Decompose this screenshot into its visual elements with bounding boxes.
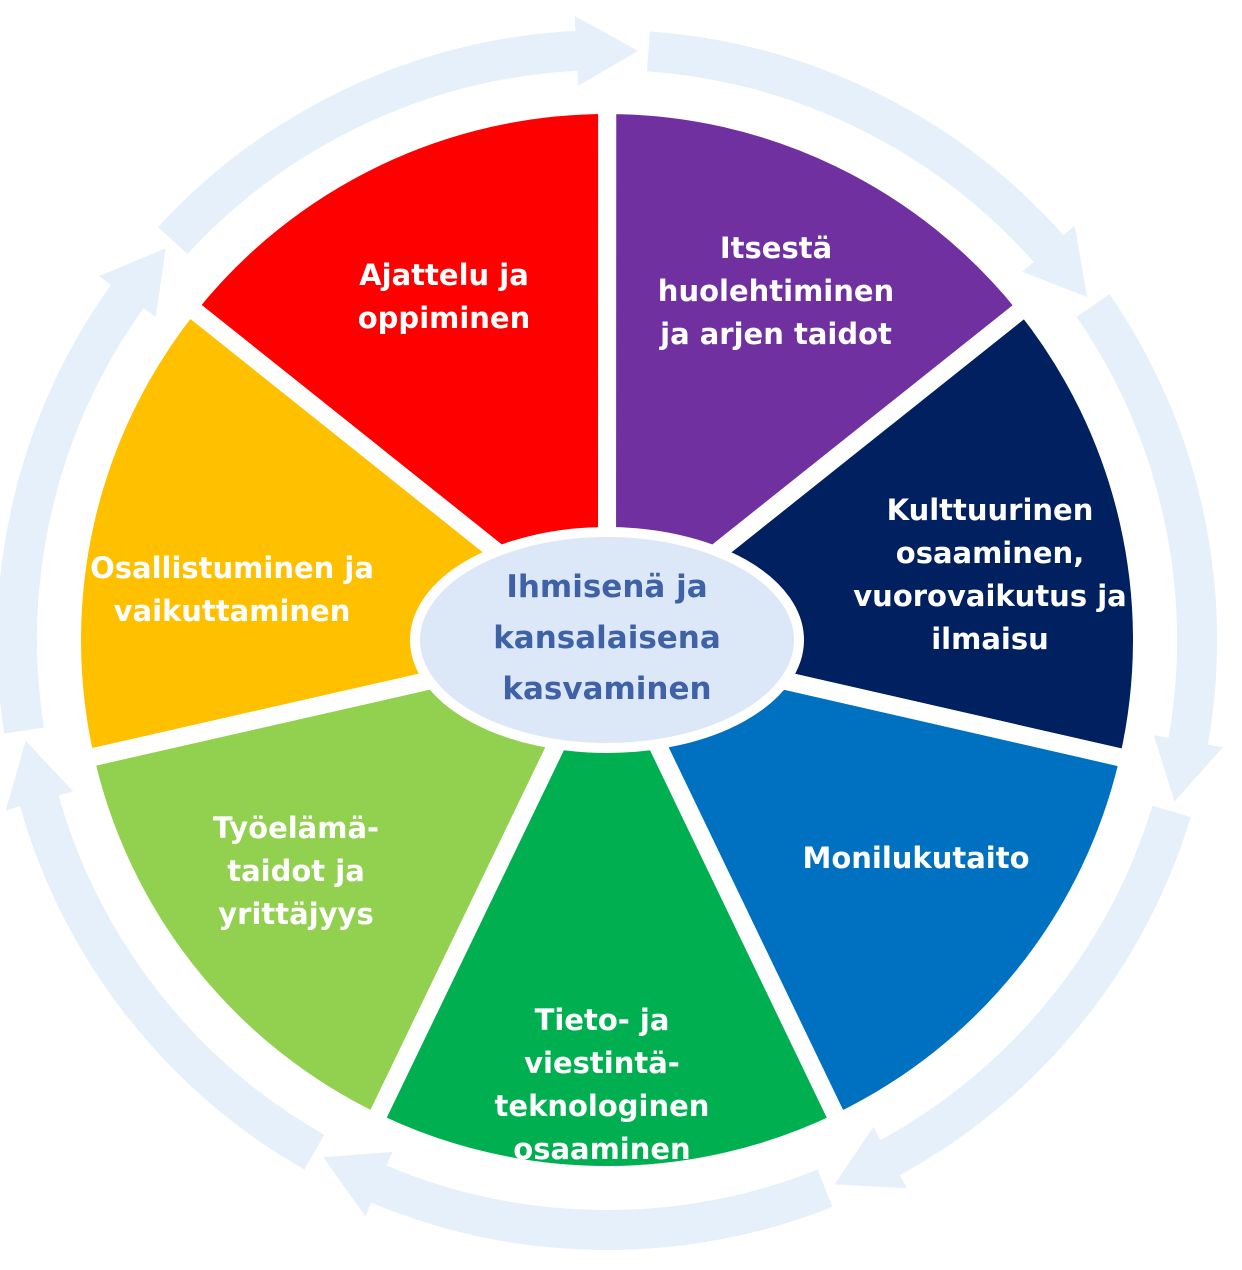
- center-label-line-1: Ihmisenä ja: [506, 569, 707, 605]
- segment-monilukutaito: [598, 631, 1138, 1132]
- segment-label-ajattelu-ja-oppiminen: Ajattelu ja: [359, 258, 529, 292]
- segment-label-tyoelamataidot-ja-yrittajyys: Työelämä-: [213, 811, 379, 845]
- segment-label-tieto-ja-viestintateknologinen-osaaminen: teknologinen: [495, 1089, 710, 1123]
- ring-arrow: [361, 1161, 833, 1250]
- ring-arrow: [17, 785, 325, 1170]
- segment-label-tieto-ja-viestintateknologinen-osaaminen: Tieto- ja: [535, 1003, 670, 1037]
- ring-arrow: [871, 805, 1191, 1181]
- segment-label-kulttuurinen-osaaminen: osaaminen,: [896, 536, 1084, 570]
- segment-label-itsesta-huolehtiminen: Itsestä: [720, 231, 832, 265]
- segment-label-tyoelamataidot-ja-yrittajyys: taidot ja: [227, 854, 365, 888]
- ring-arrow-head-icon: [1153, 735, 1223, 802]
- segment-label-ajattelu-ja-oppiminen: oppiminen: [358, 301, 531, 335]
- segment-label-kulttuurinen-osaaminen: vuorovaikutus ja: [853, 579, 1126, 613]
- ring-arrow-head-icon: [98, 248, 166, 317]
- outer-arrow-ring: [0, 15, 1223, 1250]
- segment-tieto-ja-viestintateknologinen-osaaminen: [365, 631, 848, 1184]
- segment-itsesta-huolehtiminen: [598, 96, 1035, 649]
- segment-label-osallistuminen-ja-vaikuttaminen: Osallistuminen ja: [90, 551, 374, 585]
- ring-arrow-head-icon: [574, 15, 639, 86]
- segment-label-itsesta-huolehtiminen: ja arjen taidot: [659, 317, 892, 351]
- ring-arrow: [647, 31, 1071, 270]
- segment-label-kulttuurinen-osaaminen: ilmaisu: [931, 622, 1049, 656]
- segment-ajattelu-ja-oppiminen: [179, 95, 617, 649]
- segment-label-tieto-ja-viestintateknologinen-osaaminen: osaaminen: [513, 1132, 690, 1166]
- segment-label-kulttuurinen-osaaminen: Kulttuurinen: [887, 493, 1094, 527]
- center-label-line-3: kasvaminen: [502, 671, 711, 707]
- ring-arrow-head-icon: [323, 1151, 393, 1217]
- ring-arrow: [0, 276, 150, 734]
- segment-label-osallistuminen-ja-vaikuttaminen: vaikuttaminen: [114, 594, 351, 628]
- segment-label-monilukutaito: Monilukutaito: [802, 841, 1029, 875]
- ring-arrow: [157, 30, 588, 255]
- ring-arrow: [1076, 294, 1217, 756]
- segment-label-tieto-ja-viestintateknologinen-osaaminen: viestintä-: [524, 1046, 680, 1080]
- ring-arrow-head-icon: [834, 1126, 908, 1189]
- segment-tyoelamataidot-ja-yrittajyys: [76, 631, 616, 1131]
- ring-arrow-head-icon: [1022, 225, 1088, 298]
- segment-label-itsesta-huolehtiminen: huolehtiminen: [658, 274, 894, 308]
- segment-label-tyoelamataidot-ja-yrittajyys: yrittäjyys: [218, 897, 373, 931]
- center-ellipse: [410, 527, 804, 753]
- center-label-line-2: kansalaisena: [493, 620, 721, 656]
- ring-arrow-head-icon: [5, 740, 74, 811]
